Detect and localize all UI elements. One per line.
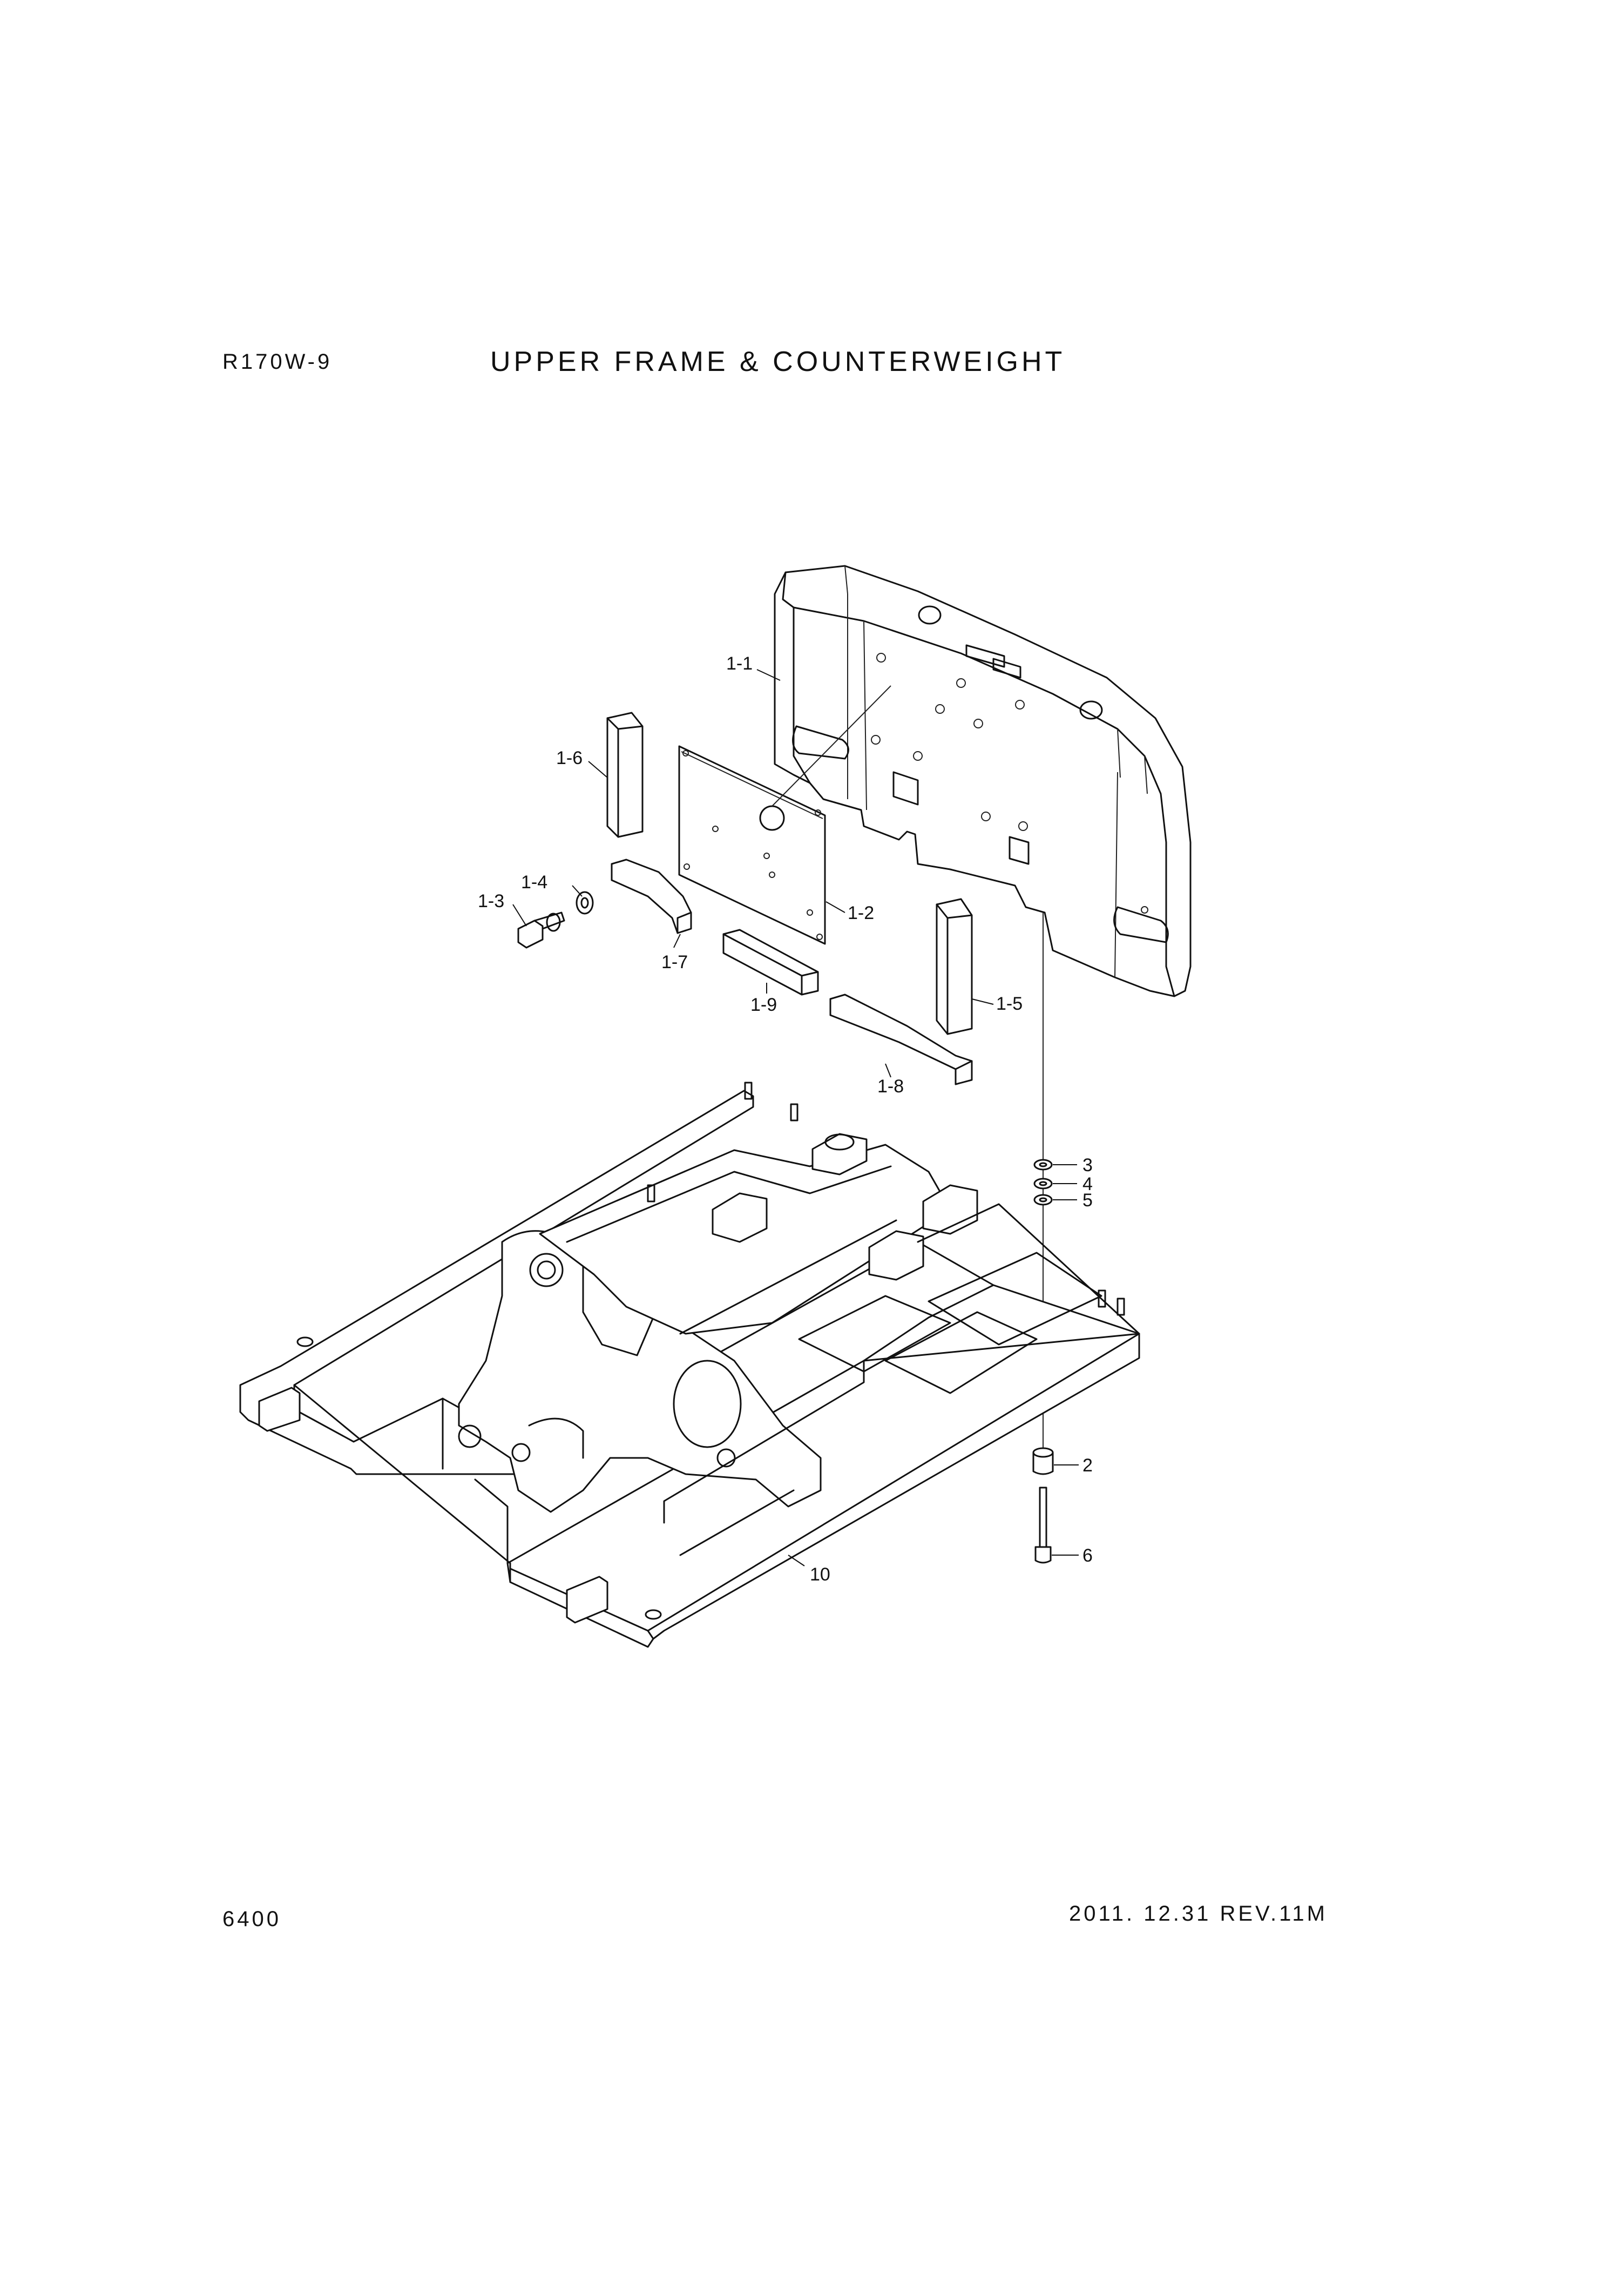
callout-1-2: 1-2 <box>848 903 874 923</box>
weight-block-1-6 <box>606 712 644 838</box>
model-number: R170W-9 <box>222 350 333 374</box>
weight-bar-1-8 <box>829 994 973 1085</box>
callout-3: 3 <box>1082 1155 1093 1176</box>
callout-1-1: 1-1 <box>726 653 753 674</box>
callout-2: 2 <box>1082 1455 1093 1476</box>
washer-5 <box>1033 1194 1053 1206</box>
weight-bar-1-7 <box>611 859 692 934</box>
washer-1-4 <box>576 891 594 915</box>
upper-frame-part <box>239 1082 1140 1648</box>
counterweight-part <box>774 565 1192 997</box>
callout-6: 6 <box>1082 1545 1093 1566</box>
spacer-2 <box>1032 1447 1054 1475</box>
callout-1-4: 1-4 <box>521 872 547 893</box>
callout-1-3: 1-3 <box>478 891 504 911</box>
callout-10: 10 <box>810 1564 830 1585</box>
washer-4 <box>1033 1178 1053 1190</box>
callout-1-5: 1-5 <box>996 994 1023 1014</box>
callout-5: 5 <box>1082 1190 1093 1211</box>
weight-bar-1-9 <box>722 929 819 996</box>
bolt-1-3 <box>517 911 565 949</box>
callout-1-8: 1-8 <box>877 1076 904 1097</box>
weight-block-1-5 <box>936 898 973 1035</box>
page-title: UPPER FRAME & COUNTERWEIGHT <box>490 346 1066 377</box>
bolt-6 <box>1034 1487 1052 1564</box>
revision-date: 2011. 12.31 REV.11M <box>1069 1902 1328 1926</box>
page-number: 6400 <box>222 1907 281 1931</box>
callout-4: 4 <box>1082 1174 1093 1194</box>
washer-3 <box>1033 1159 1053 1171</box>
callout-1-6: 1-6 <box>556 748 583 768</box>
plate-part <box>678 685 891 945</box>
callout-1-9: 1-9 <box>750 995 777 1015</box>
leader-lines <box>512 669 1079 1566</box>
callout-1-7: 1-7 <box>661 952 688 972</box>
